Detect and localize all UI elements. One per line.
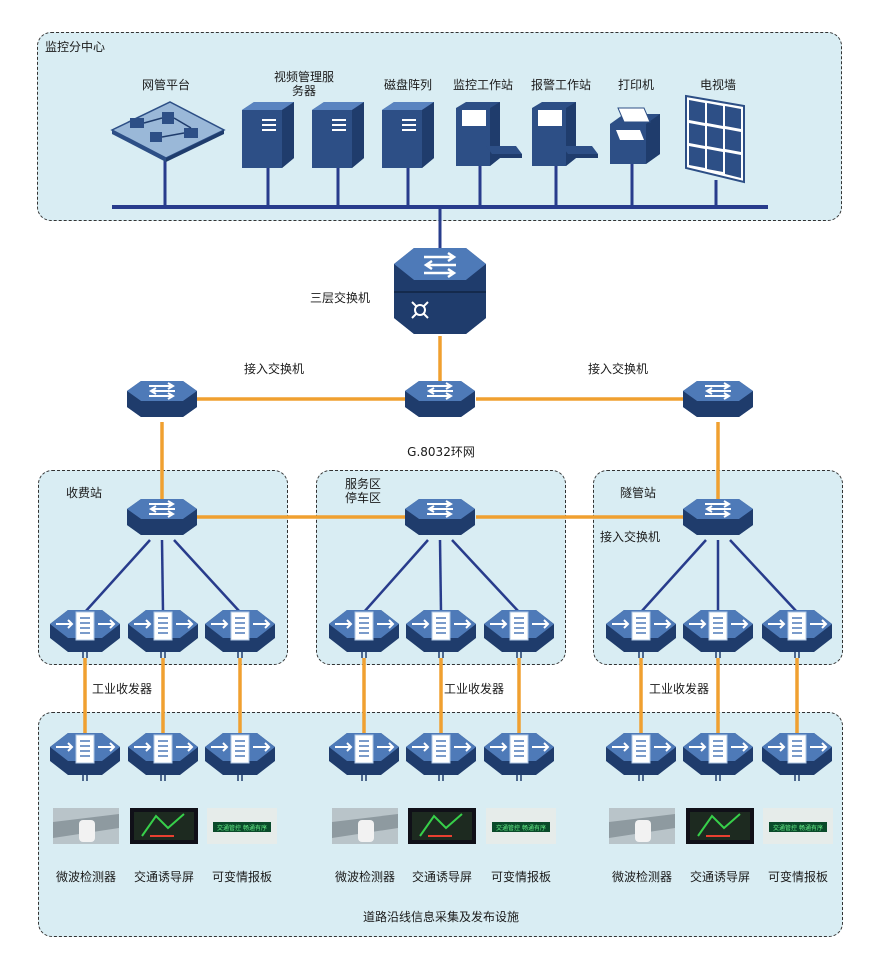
alarm-workstation-icon xyxy=(532,102,598,166)
center-bus xyxy=(112,158,768,258)
transceiver-icon xyxy=(605,609,677,659)
microwave-detector-label: 微波检测器 xyxy=(55,870,117,884)
variable-message-board-text: 交通管控 畅通有序 xyxy=(217,824,267,832)
microwave-detector-label: 微波检测器 xyxy=(611,870,673,884)
traffic-guidance-screen-photo xyxy=(686,808,754,844)
monitor-workstation-label: 监控工作站 xyxy=(452,78,514,92)
traffic-guidance-screen-label: 交通诱导屏 xyxy=(133,870,195,884)
variable-message-board-label: 可变情报板 xyxy=(211,870,273,884)
variable-message-board-label: 可变情报板 xyxy=(490,870,552,884)
nms-platform-icon xyxy=(110,101,226,162)
transceiver-icon xyxy=(405,732,477,782)
transceiver-icon xyxy=(761,732,833,782)
access-switch-center-icon xyxy=(404,380,476,418)
traffic-guidance-screen-photo xyxy=(130,808,198,844)
transceiver-icon xyxy=(405,609,477,659)
video-server-icon xyxy=(241,101,295,169)
traffic-guidance-screen-label: 交通诱导屏 xyxy=(689,870,751,884)
transceiver-label: 工业收发器 xyxy=(649,682,710,696)
fiber-links xyxy=(83,658,799,733)
variable-message-board-label: 可变情报板 xyxy=(767,870,829,884)
transceiver-icon xyxy=(204,732,276,782)
printer-icon xyxy=(610,107,660,164)
variable-message-board-photo: 交通管控 畅通有序 xyxy=(486,808,556,844)
transceiver-icon xyxy=(49,609,121,659)
video-server-2-icon xyxy=(311,101,365,169)
transceiver-icon xyxy=(204,609,276,659)
tunnel-station-switch-icon xyxy=(682,498,754,536)
service-area-title: 服务区 停车区 xyxy=(345,477,382,505)
variable-message-board-text: 交通管控 畅通有序 xyxy=(496,824,546,832)
transceiver-icon xyxy=(328,732,400,782)
tunnel-station-title: 隧管站 xyxy=(620,486,657,500)
traffic-guidance-screen-label: 交通诱导屏 xyxy=(411,870,473,884)
toll-station-switch-icon xyxy=(126,498,198,536)
variable-message-board-text: 交通管控 畅通有序 xyxy=(773,824,823,832)
transceiver-label: 工业收发器 xyxy=(444,682,505,696)
monitor-center-title: 监控分中心 xyxy=(45,40,106,54)
transceiver-icon xyxy=(761,609,833,659)
access-switch-label: 接入交换机 xyxy=(244,362,305,376)
nms-platform-label: 网管平台 xyxy=(141,78,191,92)
printer-label: 打印机 xyxy=(617,78,655,92)
transceiver-icon xyxy=(483,732,555,782)
traffic-guidance-screen-photo xyxy=(408,808,476,844)
access-links xyxy=(84,539,798,613)
microwave-detector-photo xyxy=(609,808,675,844)
alarm-workstation-label: 报警工作站 xyxy=(530,78,592,92)
core-switch-label: 三层交换机 xyxy=(310,291,371,305)
transceiver-label: 工业收发器 xyxy=(92,682,153,696)
transceiver-icon xyxy=(682,609,754,659)
access-switch-label: 接入交换机 xyxy=(588,362,649,376)
toll-station-title: 收费站 xyxy=(66,486,103,500)
monitor-workstation-icon xyxy=(456,102,522,166)
microwave-detector-photo xyxy=(53,808,119,844)
access-switch-label: 接入交换机 xyxy=(600,530,661,544)
transceiver-icon xyxy=(127,609,199,659)
transceiver-icon xyxy=(49,732,121,782)
disk-array-icon xyxy=(381,101,435,169)
transceiver-icon xyxy=(127,732,199,782)
ring-network-label: G.8032环网 xyxy=(407,445,475,459)
disk-array-label: 磁盘阵列 xyxy=(383,78,433,92)
variable-message-board-photo: 交通管控 畅通有序 xyxy=(207,808,277,844)
transceiver-icon xyxy=(682,732,754,782)
variable-message-board-photo: 交通管控 畅通有序 xyxy=(763,808,833,844)
roadside-facilities-title: 道路沿线信息采集及发布设施 xyxy=(362,910,520,924)
ring-links xyxy=(160,336,720,519)
access-switch-left-icon xyxy=(126,380,198,418)
transceiver-icon xyxy=(605,732,677,782)
microwave-detector-photo xyxy=(332,808,398,844)
video-wall-label: 电视墙 xyxy=(699,78,737,92)
transceiver-icon xyxy=(328,609,400,659)
video-wall-icon xyxy=(685,94,745,184)
video-server-label: 视频管理服 务器 xyxy=(273,70,335,98)
access-switch-right-icon xyxy=(682,380,754,418)
microwave-detector-label: 微波检测器 xyxy=(334,870,396,884)
core-switch-icon xyxy=(394,248,486,334)
transceiver-icon xyxy=(483,609,555,659)
service-area-switch-icon xyxy=(404,498,476,536)
